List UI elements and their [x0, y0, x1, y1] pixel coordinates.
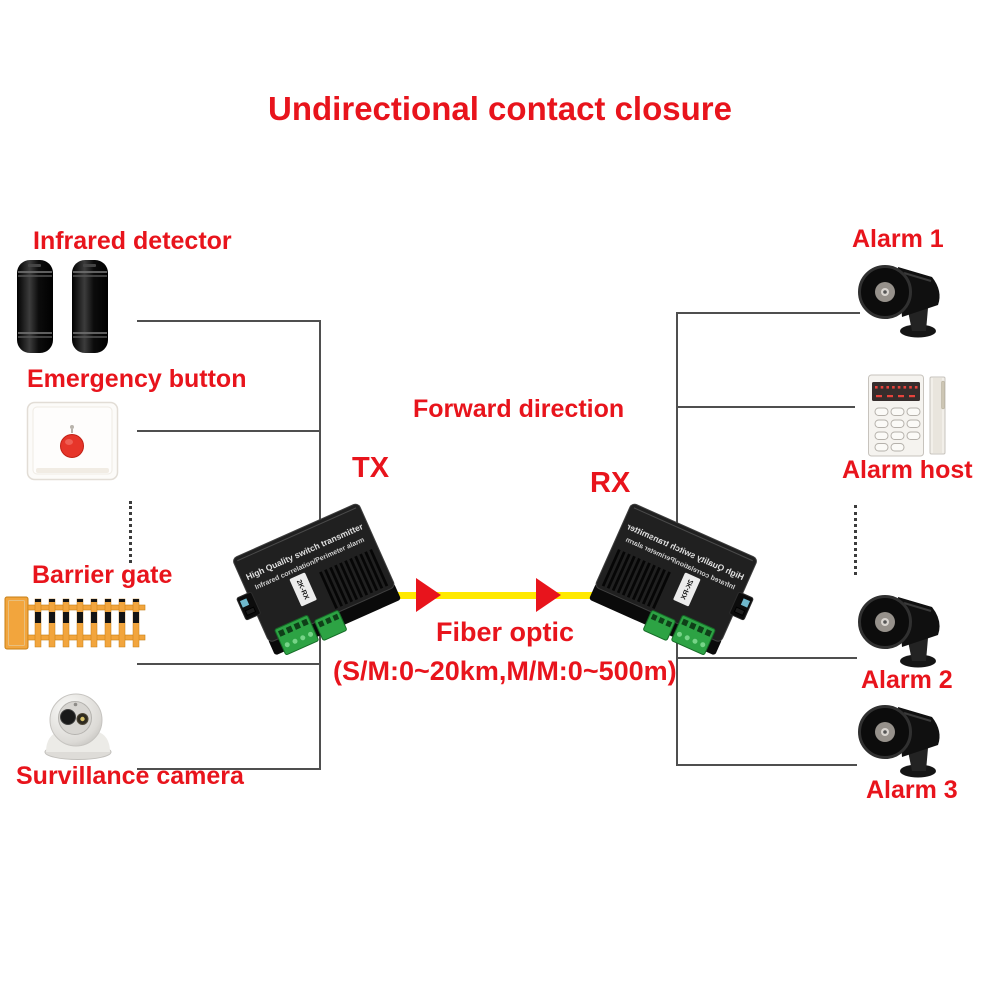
barrier-gate-icon	[4, 596, 146, 650]
media-converter-icon: High Quality switch transmitter Infrared…	[233, 503, 401, 656]
label-fiber-optic: Fiber optic	[436, 617, 575, 647]
label-emergency-button: Emergency button	[27, 365, 247, 393]
connector-camera-line	[137, 768, 321, 770]
emergency-button-image	[26, 401, 119, 481]
label-alarm-1: Alarm 1	[852, 225, 944, 253]
dome-camera-icon	[44, 693, 112, 760]
label-barrier-gate: Barrier gate	[32, 561, 173, 589]
fiber-port	[236, 591, 261, 621]
page-title: Undirectional contact closure	[268, 90, 732, 127]
connector-alarm3-line	[676, 764, 857, 766]
connector-infrared-line	[137, 320, 321, 322]
alarm-keypad-icon	[868, 374, 946, 457]
label-forward-direction: Forward direction	[413, 395, 625, 423]
alarm-1-image	[858, 253, 950, 339]
connector-alarm1-line	[676, 312, 860, 314]
label-alarm-3: Alarm 3	[866, 776, 958, 804]
rx-converter-image: High Quality switch transmitter Infrared…	[589, 503, 757, 656]
connector-barrier-line	[137, 663, 321, 665]
infrared-detector-icon	[72, 260, 108, 353]
barrier-gate-image	[4, 594, 147, 652]
infrared-detector-image	[16, 258, 109, 355]
fiber-arrow-icon	[536, 578, 561, 612]
fiber-optic-cable	[384, 592, 648, 599]
label-distance-spec: (S/M:0~20km,M/M:0~500m)	[333, 656, 677, 686]
emergency-button-icon	[26, 401, 119, 481]
right-ellipsis-dots	[854, 505, 857, 575]
label-infrared-detector: Infrared detector	[33, 227, 232, 255]
connector-alarm2-line	[676, 657, 857, 659]
fiber-arrow-icon	[416, 578, 441, 612]
infrared-detector-icon	[17, 260, 53, 353]
fiber-port	[729, 591, 754, 621]
alarm-host-image	[867, 372, 955, 460]
connector-emergency-line	[137, 430, 321, 432]
label-alarm-2: Alarm 2	[861, 666, 953, 694]
tx-converter-image: High Quality switch transmitter Infrared…	[233, 503, 401, 656]
connector-alarmhost-line	[676, 406, 855, 408]
alarm-2-image	[858, 583, 950, 669]
label-surveillance-camera: Survillance camera	[16, 762, 244, 790]
label-alarm-host: Alarm host	[842, 456, 973, 484]
label-tx: TX	[352, 452, 390, 484]
surveillance-camera-image	[34, 691, 122, 761]
siren-icon	[858, 265, 940, 338]
left-ellipsis-dots	[129, 501, 132, 563]
siren-icon	[858, 595, 940, 668]
label-rx: RX	[590, 467, 631, 499]
siren-icon	[858, 705, 940, 778]
alarm-3-image	[858, 693, 950, 779]
media-converter-icon: High Quality switch transmitter Infrared…	[589, 503, 757, 656]
